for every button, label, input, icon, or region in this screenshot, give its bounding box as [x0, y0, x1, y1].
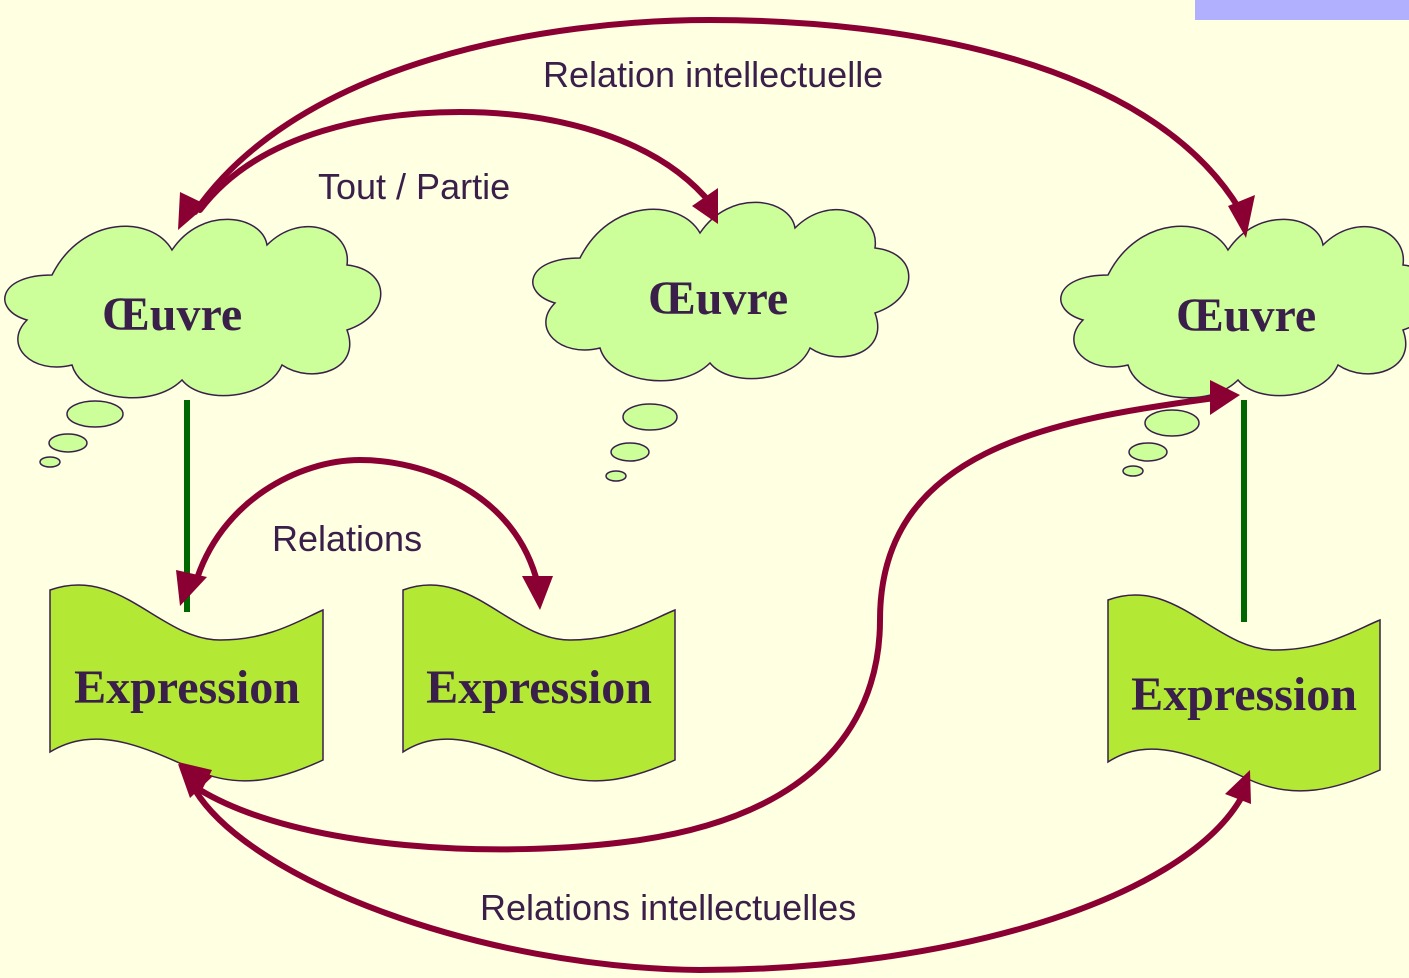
expression-label-3: Expression	[1131, 668, 1357, 721]
arrow-intellectual-relation-top	[178, 16, 1255, 238]
work-cloud-3: Œuvre	[1060, 218, 1409, 477]
label-intellectual-relations: Relations intellectuelles	[480, 887, 856, 928]
thought-bubble-medium	[610, 442, 650, 462]
work-cloud-2: Œuvre	[532, 201, 910, 482]
thought-bubble-medium	[48, 433, 88, 453]
arrow-expression1-to-work3	[178, 380, 1240, 853]
corner-tab	[1195, 0, 1409, 20]
label-intellectual-relation: Relation intellectuelle	[543, 54, 883, 95]
arrow-whole-part	[197, 108, 718, 224]
expression-label-2: Expression	[426, 661, 652, 714]
expression-document-3: Expression	[1107, 594, 1381, 792]
expression-document-1: Expression	[49, 584, 324, 782]
work-label-3: Œuvre	[1176, 289, 1316, 342]
expression-document-2: Expression	[402, 584, 676, 782]
thought-bubble-medium	[1128, 442, 1168, 462]
label-whole-part: Tout / Partie	[318, 166, 510, 207]
expression-label-1: Expression	[74, 661, 300, 714]
work-label-1: Œuvre	[102, 288, 242, 341]
arrow-relations	[176, 456, 553, 610]
work-label-2: Œuvre	[648, 272, 788, 325]
work-cloud-1: Œuvre	[4, 218, 382, 468]
thought-bubble-large	[66, 400, 124, 428]
arrow-intellectual-relations-bottom	[178, 764, 1251, 974]
thought-bubble-small	[1122, 465, 1144, 477]
thought-bubble-large	[622, 403, 678, 431]
thought-bubble-small	[39, 456, 61, 468]
label-relations: Relations	[272, 518, 422, 559]
thought-bubble-small	[605, 470, 627, 482]
thought-bubble-large	[1144, 409, 1200, 437]
